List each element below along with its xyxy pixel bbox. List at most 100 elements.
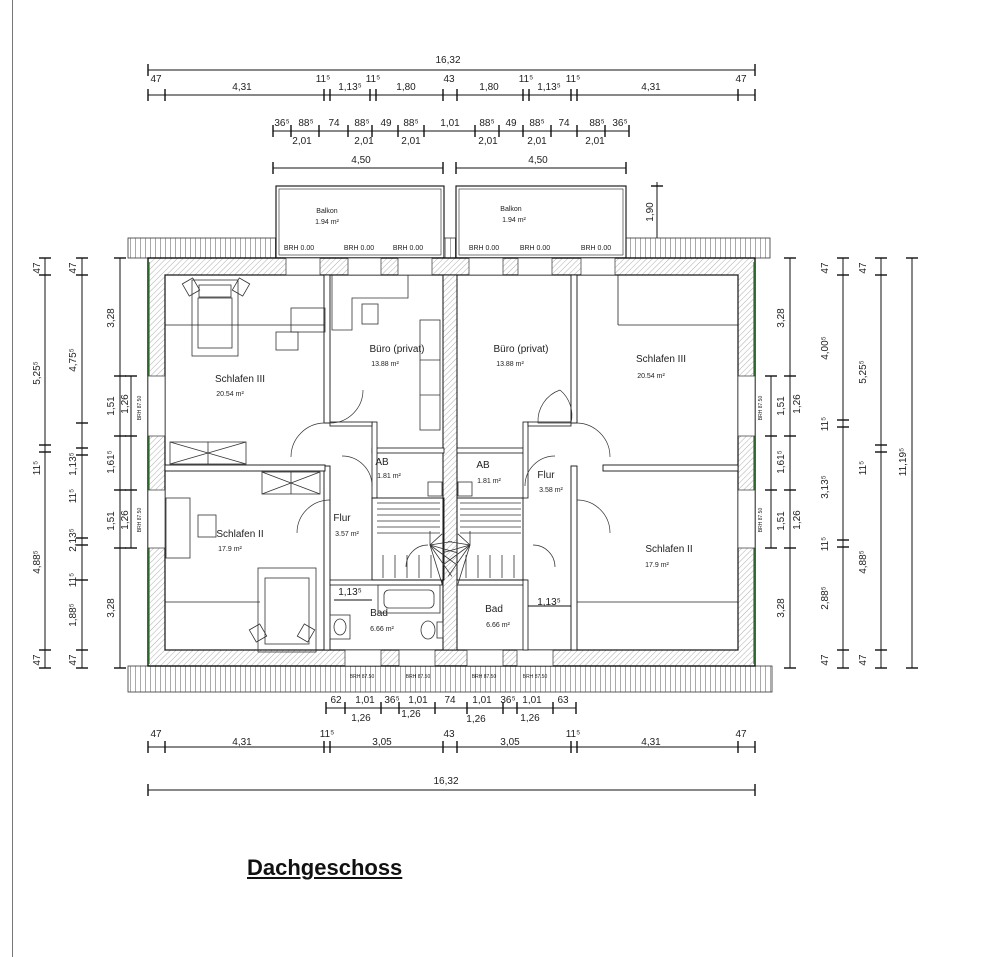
dim-label: 88⁵	[403, 118, 418, 129]
room-area: 3.58 m²	[539, 487, 563, 494]
dim-label: 3,13⁵	[820, 475, 831, 499]
room-area: 1.94 m²	[502, 217, 526, 224]
dim-right-total: 11,19⁵	[898, 448, 909, 476]
dim-label: 1,26	[351, 713, 371, 724]
dim-label: 47	[858, 654, 869, 666]
dim-label: 11⁵	[320, 729, 335, 740]
dim-label: 1,01	[355, 695, 375, 706]
dim-label: 47	[32, 654, 43, 666]
drawing-line	[429, 544, 443, 585]
right-dimensions: 1,26 1,26 3,28 1,51 1,61⁵ 1,51 3,28 47 4…	[765, 257, 918, 669]
dim-label: 11⁵	[366, 74, 381, 85]
room-area: 20.54 m²	[216, 391, 244, 398]
dim-label: 43	[443, 74, 455, 85]
dim-label: 1,26	[120, 510, 131, 530]
dim-label: 2,13⁵	[68, 528, 79, 552]
dim-label: 3,28	[776, 598, 787, 618]
dim-label: 1,51	[106, 396, 117, 416]
room-area: 6.66 m²	[370, 626, 394, 633]
dim-label: 11⁵	[566, 74, 581, 85]
dim-label: 4,50	[528, 155, 548, 166]
room-name: Büro (privat)	[369, 344, 424, 355]
brh-label: BRH 87.50	[523, 674, 548, 680]
dim-label: 11⁵	[566, 729, 581, 740]
dim-label: 3,28	[106, 598, 117, 618]
drawing-line	[429, 544, 453, 577]
dim-label: 4,75⁵	[68, 348, 79, 372]
dim-label: 11⁵	[68, 489, 79, 504]
dim-label: 88⁵	[529, 118, 544, 129]
drawing-line	[457, 544, 471, 585]
dim-label: 1,13⁵	[338, 82, 362, 93]
dim-label: 11⁵	[316, 74, 331, 85]
roof-eaves	[127, 237, 773, 693]
dim-label: 4,31	[232, 737, 252, 748]
top-dimensions: 16,32 47 4,31 11⁵ 1,13⁵ 11⁵ 1,80 43 1,80…	[147, 55, 756, 258]
room-area: 1.81 m²	[477, 478, 501, 485]
brh-label: BRH 0.00	[581, 245, 611, 252]
dim-label: 88⁵	[479, 118, 494, 129]
dim-label: 1,90	[645, 202, 656, 222]
dim-label: 88⁵	[298, 118, 313, 129]
room-name: Schlafen II	[645, 544, 692, 555]
dim-label: 11⁵	[32, 461, 43, 476]
brh-label: BRH 87.50	[758, 396, 764, 421]
dim-label: 11⁵	[858, 461, 869, 476]
dim-label: 1,13⁵	[338, 587, 362, 598]
brh-label: BRH 0.00	[393, 245, 423, 252]
dim-label: 1,13⁵	[537, 597, 561, 608]
dim-label: 74	[444, 695, 456, 706]
dim-label: 1,88⁵	[68, 603, 79, 627]
dim-label: 36⁵	[384, 695, 399, 706]
room-name: Schlafen III	[215, 374, 265, 385]
page-border-line	[12, 0, 13, 957]
room-area: 17.9 m²	[218, 546, 242, 553]
drawing-line	[429, 544, 458, 566]
dim-label: 2,01	[292, 136, 312, 147]
dim-label: 36⁵	[500, 695, 515, 706]
drawing-line	[447, 544, 471, 577]
dim-label: 11⁵	[519, 74, 534, 85]
dim-label: 4,00⁵	[820, 336, 831, 360]
dim-label: 47	[735, 729, 747, 740]
dim-label: 36⁵	[274, 118, 289, 129]
dim-label: 4,88⁵	[32, 550, 43, 574]
dim-label: 36⁵	[612, 118, 627, 129]
dim-label: 47	[32, 262, 43, 274]
dim-label: 47	[68, 654, 79, 666]
dim-label: 11⁵	[68, 573, 79, 588]
room-labels: Schlafen III 20.54 m² Büro (privat) 13.8…	[215, 344, 693, 633]
room-area: 13.88 m²	[371, 361, 399, 368]
dim-label: 3,05	[372, 737, 392, 748]
room-name: Flur	[333, 513, 351, 524]
dim-label: 3,28	[776, 308, 787, 328]
dim-label: 1,26	[520, 713, 540, 724]
dim-label: 49	[380, 118, 392, 129]
dim-label: 4,31	[641, 82, 661, 93]
dim-label: 2,01	[527, 136, 547, 147]
drawing-line	[429, 533, 443, 546]
dim-label: 4,31	[641, 737, 661, 748]
room-name: Balkon	[500, 206, 522, 213]
room-area: 1.94 m²	[315, 219, 339, 226]
dim-label: 47	[820, 654, 831, 666]
dim-label: 2,88⁵	[820, 586, 831, 610]
brh-label: BRH 0.00	[344, 245, 374, 252]
dim-label: 62	[330, 695, 342, 706]
dim-label: 2,01	[478, 136, 498, 147]
dim-label: 74	[558, 118, 570, 129]
room-area: 20.54 m²	[637, 373, 665, 380]
brh-label: BRH 0.00	[469, 245, 499, 252]
drawing-title: Dachgeschoss	[247, 855, 403, 880]
dim-label: 47	[150, 74, 162, 85]
dim-label: 1,01	[472, 695, 492, 706]
dim-label: 1,61⁵	[776, 450, 787, 474]
room-name: Büro (privat)	[493, 344, 548, 355]
dim-label: 47	[150, 729, 162, 740]
furniture	[165, 275, 473, 653]
dim-label: 1,01	[440, 118, 460, 129]
dim-label: 4,31	[232, 82, 252, 93]
dim-label: 1,80	[479, 82, 499, 93]
dim-label: 1,13⁵	[537, 82, 561, 93]
